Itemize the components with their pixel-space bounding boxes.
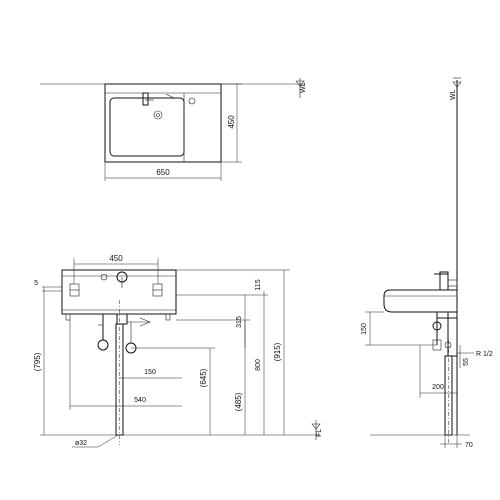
dim-540-label: 540	[134, 397, 146, 404]
side-dim-55-label: 55	[463, 358, 470, 366]
side-wl-arrow-icon	[452, 81, 462, 88]
dim-915-label: (915)	[273, 342, 282, 361]
dim-150-label: 150	[144, 369, 156, 376]
dim-450-label: 450	[227, 115, 236, 129]
thread-label: R 1/2	[476, 351, 493, 358]
top-wl-arrow-icon	[295, 80, 305, 87]
side-faucet-handle	[447, 279, 458, 287]
side-wl-label: WL	[450, 89, 457, 100]
supply-valve-left-icon	[97, 339, 109, 351]
top-view-outline	[104, 83, 222, 163]
pipe-dia-leader	[97, 434, 119, 448]
side-faucet-icon	[439, 271, 449, 291]
top-view: 650 450 WL	[40, 78, 307, 181]
top-view-basin-bowl	[109, 97, 185, 157]
top-view-drain-center	[156, 113, 160, 117]
side-dim-70-label: 70	[465, 442, 473, 449]
top-view-drain-icon	[153, 110, 163, 120]
top-view-handle-line	[165, 93, 175, 99]
dim-115-label: 115	[255, 279, 262, 290]
dim-650-label: 650	[156, 168, 170, 177]
side-supply-valve-icon	[444, 341, 452, 349]
front-view: 450 5 (795) 150 540 (645) (485)	[33, 254, 323, 448]
dim-5-label: 5	[34, 280, 38, 287]
dim-315-label: 315	[236, 316, 243, 328]
dim-645-label: (645)	[199, 368, 208, 387]
side-basin-profile	[383, 289, 457, 313]
supply-hose-end-icon	[139, 317, 151, 327]
front-tab-left	[65, 313, 71, 321]
dim-front-450-label: 450	[109, 254, 123, 263]
top-view-overflow-icon	[188, 97, 196, 105]
drain-fitting	[116, 313, 128, 325]
side-dim-150-label: 150	[361, 323, 368, 335]
dim-485-label: (485)	[234, 392, 243, 411]
front-tab-right	[165, 313, 171, 321]
pipe-dia-label: ø32	[75, 440, 87, 447]
front-overflow-icon	[100, 273, 108, 281]
side-dim-200-label: 200	[432, 384, 444, 391]
top-wl-label: WL	[300, 82, 307, 93]
side-view: WL 150 R 1/2 55 200	[361, 77, 493, 449]
fl-arrow-icon	[311, 423, 321, 430]
dim-795-label: (795)	[33, 352, 42, 371]
fl-label: FL	[316, 429, 323, 437]
dim-800-label: 800	[255, 359, 262, 371]
top-view-faucet-icon	[142, 92, 149, 106]
